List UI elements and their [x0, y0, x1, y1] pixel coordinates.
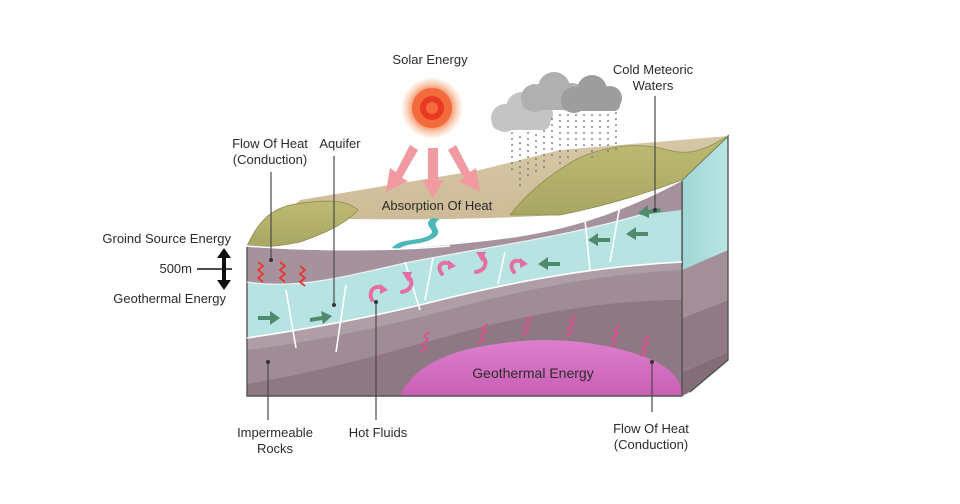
- aquifer-label: Aquifer: [319, 136, 361, 151]
- block-side-face: [681, 134, 729, 396]
- solar-ray-arrow: [422, 148, 444, 198]
- solar-ray-arrow: [386, 145, 418, 192]
- flow-of-heat-bottom-label-line2: (Conduction): [614, 437, 688, 452]
- right-hill: [509, 135, 729, 216]
- geothermal-energy-left-label: Geothermal Energy: [113, 291, 226, 306]
- geothermal-energy-zone-label: Geothermal Energy: [472, 365, 593, 381]
- river: [392, 218, 440, 250]
- depth-indicator: [197, 248, 232, 290]
- cold-meteoric-waters-label-line2: Waters: [633, 78, 674, 93]
- flow-of-heat-bottom-label-line1: Flow Of Heat: [613, 421, 689, 436]
- flow-arrow: [258, 311, 280, 325]
- flow-arrow: [310, 311, 332, 324]
- geothermal-heat-waves: [419, 315, 651, 357]
- leader-lines: [266, 96, 657, 420]
- ground-source-energy-label: Groind Source Energy: [102, 231, 231, 246]
- fault-lines: [285, 204, 621, 353]
- cloud-icon: [491, 72, 622, 132]
- flow-arrow: [538, 257, 560, 270]
- block-front-face: [246, 179, 683, 397]
- solar-energy-label: Solar Energy: [392, 52, 468, 67]
- depth-label: 500m: [159, 261, 192, 276]
- hot-fluid-arrowheads: [380, 252, 528, 294]
- water-flow-arrows: [258, 205, 661, 325]
- absorption-of-heat-label: Absorption Of Heat: [382, 198, 493, 213]
- flow-arrow: [626, 227, 648, 240]
- flow-arrow: [588, 233, 610, 246]
- left-hill: [246, 200, 359, 248]
- conduction-waves-left: [256, 261, 307, 287]
- hot-fluids-label: Hot Fluids: [349, 425, 408, 440]
- solar-ray-arrows: [386, 145, 480, 198]
- labels: Solar Energy Cold Meteoric Waters Flow O…: [102, 52, 693, 456]
- impermeable-rocks-label-line2: Rocks: [257, 441, 294, 456]
- solar-ray-arrow: [448, 145, 480, 192]
- flow-of-heat-top-label-line1: Flow Of Heat: [232, 136, 308, 151]
- rain: [511, 112, 617, 190]
- flow-of-heat-top-label-line2: (Conduction): [233, 152, 307, 167]
- top-surface: [245, 135, 729, 251]
- sun-icon: [402, 78, 462, 138]
- impermeable-rocks-label-line1: Impermeable: [237, 425, 313, 440]
- cold-meteoric-waters-label-line1: Cold Meteoric: [613, 62, 694, 77]
- flow-arrow: [638, 205, 661, 218]
